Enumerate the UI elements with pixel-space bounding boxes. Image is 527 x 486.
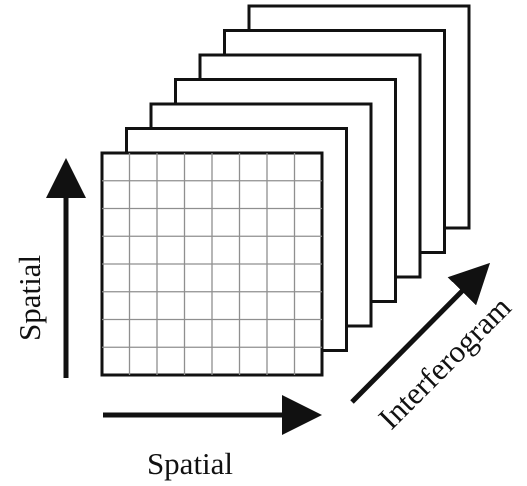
vertical-axis-label: Spatial [12,255,47,341]
front-spatial-grid-frame [100,151,324,377]
spatial-grid-lines [102,153,322,375]
interferogram-depth-arrow [350,262,491,404]
horizontal-axis-label: Spatial [147,446,233,481]
